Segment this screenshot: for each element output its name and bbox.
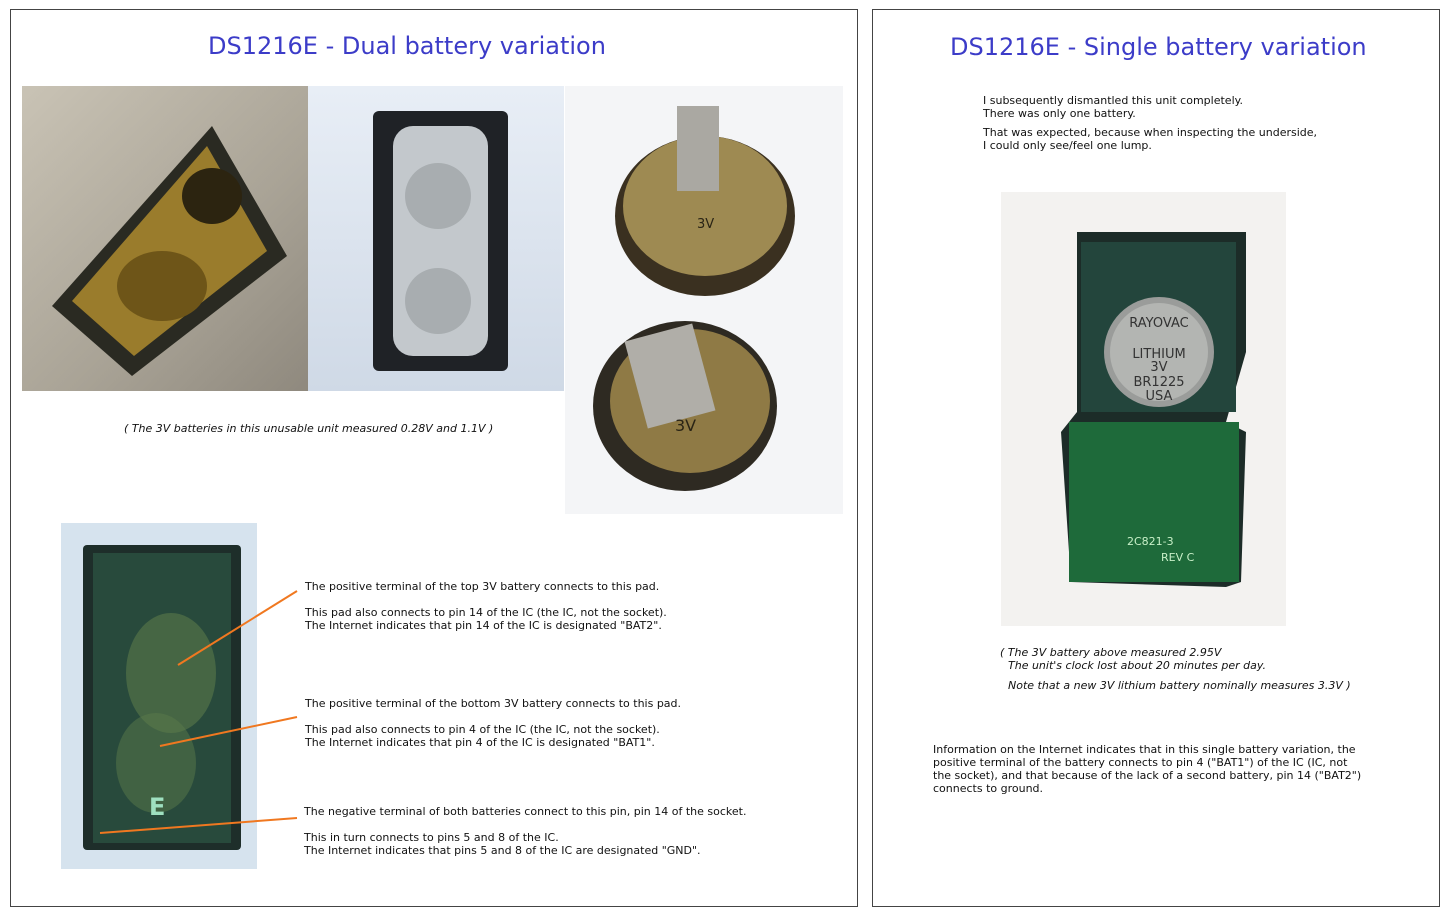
annotation-line: The Internet indicates that pin 4 of the… xyxy=(305,736,655,749)
annotation-bottom-pad: The positive terminal of the bottom 3V b… xyxy=(305,697,681,749)
photo-opened-module xyxy=(22,86,308,391)
coin-top-label: 3V xyxy=(697,217,714,232)
annotation-line: The negative terminal of both batteries … xyxy=(304,805,747,818)
annotation-line: The positive terminal of the top 3V batt… xyxy=(305,580,660,593)
info-line: connects to ground. xyxy=(933,782,1044,795)
intro-line: That was expected, because when inspecti… xyxy=(983,126,1318,139)
intro-line: I subsequently dismantled this unit comp… xyxy=(983,94,1244,107)
photo-single-battery-module: RAYOVAC LITHIUM 3V BR1225 USA 2C821-3 RE… xyxy=(1001,192,1286,626)
single-info: Information on the Internet indicates th… xyxy=(933,743,1361,795)
annotation-line: This pad also connects to pin 4 of the I… xyxy=(305,723,660,736)
dual-title: DS1216E - Dual battery variation xyxy=(208,32,606,60)
annotation-line: The Internet indicates that pins 5 and 8… xyxy=(304,844,701,857)
annotation-ground-pin: The negative terminal of both batteries … xyxy=(304,805,746,857)
single-intro: I subsequently dismantled this unit comp… xyxy=(983,94,1317,152)
intro-line: I could only see/feel one lump. xyxy=(983,139,1152,152)
caption-line: The unit's clock lost about 20 minutes p… xyxy=(1008,659,1266,672)
annotation-line: The positive terminal of the bottom 3V b… xyxy=(305,697,682,710)
coin-bottom-label: 3V xyxy=(675,416,696,435)
photo-coin-cells: 3V 3V xyxy=(565,86,843,514)
battery-label: RAYOVAC xyxy=(1129,316,1188,331)
pcb-mark: E xyxy=(149,793,165,821)
photo-pcb-underside: E xyxy=(61,523,257,869)
info-line: the socket), and that because of the lac… xyxy=(933,769,1362,782)
battery-label: USA xyxy=(1146,389,1173,404)
battery-label: LITHIUM xyxy=(1132,347,1185,362)
photo-module-two-batteries xyxy=(308,86,564,391)
intro-line: There was only one battery. xyxy=(983,107,1136,120)
caption-line: ( The 3V battery above measured 2.95V xyxy=(1000,646,1222,659)
pcb-label: REV C xyxy=(1161,551,1195,564)
battery-label: BR1225 xyxy=(1133,375,1184,390)
caption-line: Note that a new 3V lithium battery nomin… xyxy=(1008,679,1351,692)
annotation-line: The Internet indicates that pin 14 of th… xyxy=(305,619,662,632)
info-line: Information on the Internet indicates th… xyxy=(933,743,1356,756)
single-title: DS1216E - Single battery variation xyxy=(950,33,1367,61)
dual-caption: ( The 3V batteries in this unusable unit… xyxy=(124,422,494,435)
annotation-line: This pad also connects to pin 14 of the … xyxy=(305,606,667,619)
annotation-line: This in turn connects to pins 5 and 8 of… xyxy=(304,831,559,844)
pcb-label: 2C821-3 xyxy=(1127,535,1174,548)
battery-label: 3V xyxy=(1150,360,1167,375)
annotation-top-pad: The positive terminal of the top 3V batt… xyxy=(305,580,667,632)
info-line: positive terminal of the battery connect… xyxy=(933,756,1348,769)
